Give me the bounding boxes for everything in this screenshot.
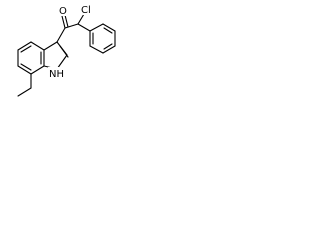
oxygen-label: O — [59, 6, 67, 17]
chlorine-label: Cl — [81, 5, 91, 16]
nitrogen-h-label: NH — [49, 69, 64, 80]
phenyl-ring — [77, 23, 116, 54]
atom-label-chlorine: Cl — [80, 4, 94, 16]
atom-label-nitrogen: NH — [48, 67, 66, 80]
molecule-drawing: O Cl NH — [17, 4, 116, 97]
pyrrole-ring — [43, 41, 69, 70]
ethyl-group — [17, 73, 32, 97]
ketone-chain — [56, 13, 85, 43]
structure-diagram: O Cl NH — [0, 0, 127, 115]
benzene-ring-indole — [17, 41, 45, 75]
atom-label-oxygen: O — [58, 5, 67, 17]
